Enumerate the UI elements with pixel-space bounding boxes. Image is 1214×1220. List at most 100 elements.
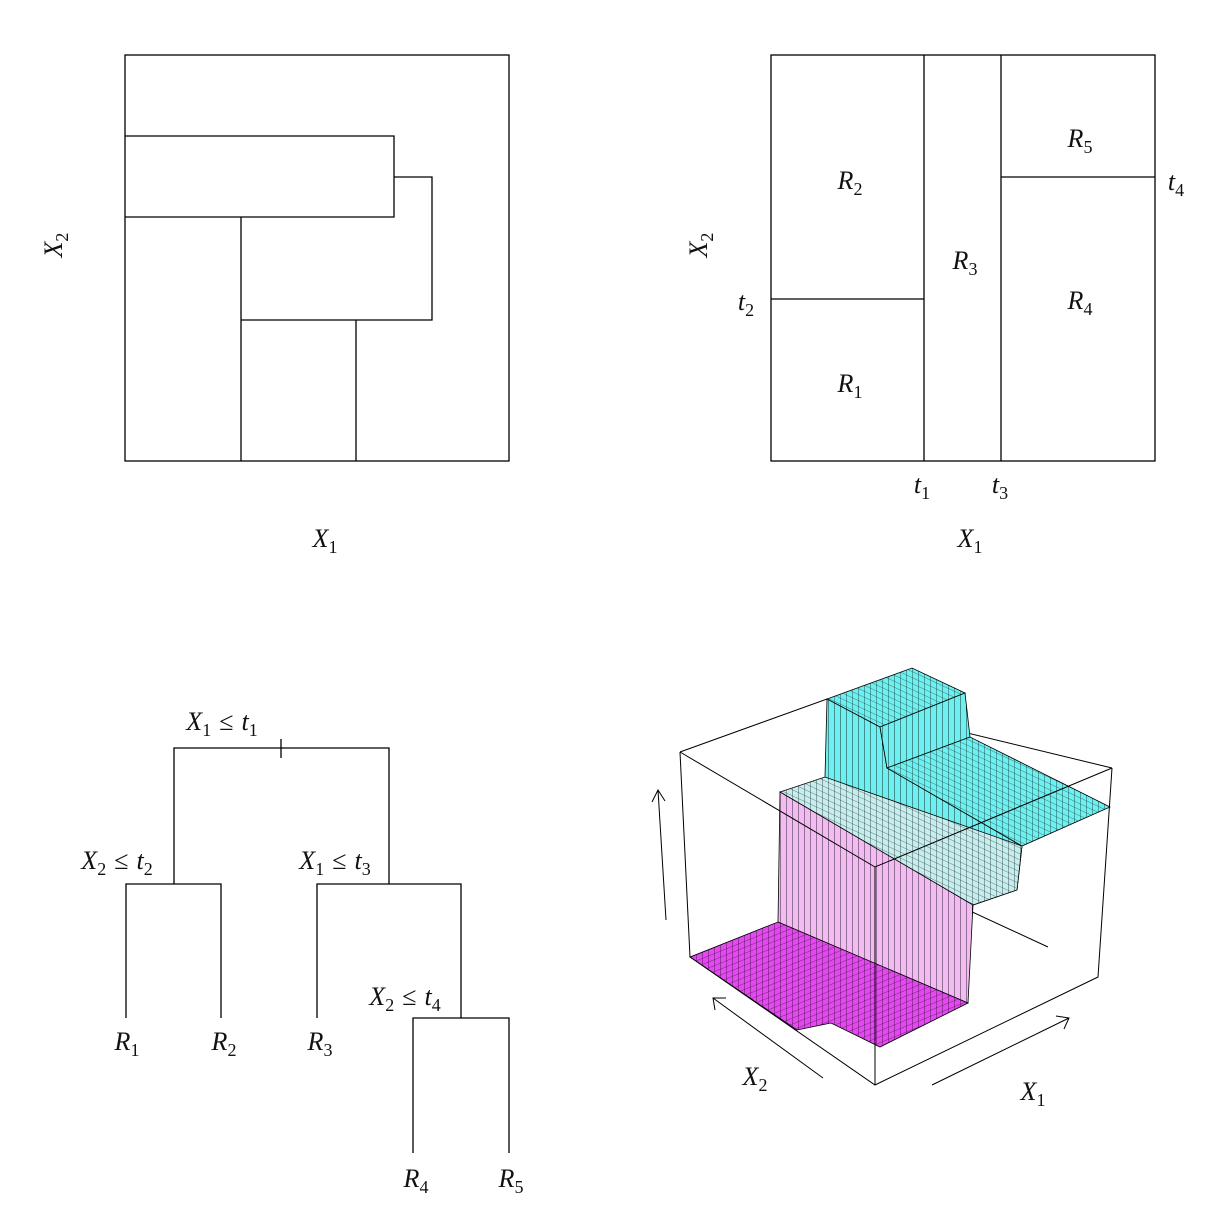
x2-axis-label-symbol: X [39, 240, 68, 258]
plot-frame [770, 54, 1156, 462]
tree-root-branch [173, 739, 390, 884]
arbitrary-partition-panel [124, 54, 510, 462]
region-label-r2: R2 [837, 166, 863, 199]
x2-axis-label-subscript: 2 [697, 233, 717, 242]
tree-split-label-1-variable: X [185, 707, 203, 736]
region-label-r5: R5 [1067, 124, 1093, 157]
region-label-r4-subscript: 4 [1083, 299, 1092, 319]
tree-leaf-r4-symbol: R [403, 1164, 420, 1193]
region-label-r3: R3 [952, 246, 978, 279]
threshold-label-t4: t4 [1168, 167, 1184, 200]
region-label-r2-subscript: 2 [853, 179, 862, 199]
tree-split-label-4-operator: ≤ [402, 982, 416, 1011]
region-label-r5-symbol: R [1067, 124, 1084, 153]
x1-axis-arrow [931, 1015, 1070, 1086]
x1-axis-label-subscript: 1 [973, 537, 982, 557]
tree-split-label-4-variable: X [368, 982, 386, 1011]
tree-right-branch [316, 883, 462, 1018]
tree-leaf-r5-subscript: 5 [514, 1177, 523, 1197]
z-axis-arrow [651, 788, 667, 921]
surface-3d-panel [651, 667, 1113, 1086]
tree-leaf-r4-subscript: 4 [419, 1177, 428, 1197]
tree-split-label-2-variable: X [80, 846, 98, 875]
tree-split-label-3: X1 ≤ t3 [298, 846, 370, 879]
threshold-label-t1-symbol: t [914, 470, 922, 499]
tree-split-label-3-variable-subscript: 1 [315, 859, 324, 879]
threshold-label-t1: t1 [914, 470, 930, 503]
tree-leaf-r1-subscript: 1 [130, 1040, 139, 1060]
partition-lines [125, 135, 433, 461]
tree-split-label-2-threshold: t [136, 846, 144, 875]
tree-split-label-3-variable: X [298, 846, 316, 875]
tree-leaf-r3: R3 [307, 1027, 333, 1060]
tree-split-label-3-threshold: t [354, 846, 362, 875]
x1-axis-label: X1 [957, 524, 983, 557]
tree-leaf-r5-symbol: R [498, 1164, 515, 1193]
region-label-r1: R1 [837, 369, 863, 402]
tree-leaf-r2: R2 [211, 1027, 237, 1060]
decision-tree-panel [125, 739, 510, 1153]
tree-leaf-r2-symbol: R [211, 1027, 228, 1056]
tree-right-right-branch [412, 1017, 510, 1153]
threshold-label-t2-subscript: 2 [745, 300, 754, 320]
tree-leaf-r2-subscript: 2 [227, 1040, 236, 1060]
region-label-r5-subscript: 5 [1083, 137, 1092, 157]
threshold-label-t2-symbol: t [738, 287, 746, 316]
tree-leaf-r3-symbol: R [307, 1027, 324, 1056]
surface-x1-label-symbol: X [1020, 1077, 1038, 1106]
tree-split-label-2-operator: ≤ [114, 846, 128, 875]
recursive-partition-panel [770, 54, 1156, 462]
tree-left-branch [125, 883, 222, 1018]
x2-axis-label: X2 [684, 233, 717, 259]
tree-leaf-r4: R4 [403, 1164, 429, 1197]
x1-axis-label-subscript: 1 [328, 537, 337, 557]
x1-axis-label-symbol: X [312, 524, 330, 553]
threshold-label-t3-subscript: 3 [999, 483, 1008, 503]
region-label-r3-symbol: R [952, 246, 969, 275]
tree-split-label-1-threshold-subscript: 1 [249, 720, 258, 740]
threshold-label-t3-symbol: t [992, 470, 1000, 499]
tree-split-label-4: X2 ≤ t4 [368, 982, 440, 1015]
region-label-r4-symbol: R [1067, 286, 1084, 315]
surface-x2-label: X2 [742, 1062, 768, 1095]
x2-axis-label-subscript: 2 [52, 233, 72, 242]
plot-frame [124, 54, 510, 462]
tree-split-label-3-operator: ≤ [332, 846, 346, 875]
tree-split-label-2: X2≤t2 [80, 846, 152, 879]
tree-split-label-1-threshold: t [241, 707, 249, 736]
x2-axis-arrow [712, 997, 824, 1079]
tree-split-label-2-threshold-subscript: 2 [144, 859, 153, 879]
x2-axis-label: X2 [39, 233, 72, 259]
tree-leaf-r1: R1 [114, 1027, 140, 1060]
tree-split-label-1-operator: ≤ [219, 707, 233, 736]
threshold-label-t1-subscript: 1 [921, 483, 930, 503]
tree-split-label-4-variable-subscript: 2 [385, 995, 394, 1015]
tree-split-label-1-variable-subscript: 1 [202, 720, 211, 740]
region-label-r3-subscript: 3 [968, 259, 977, 279]
tree-split-label-2-variable-subscript: 2 [97, 859, 106, 879]
surface-x1-label-subscript: 1 [1036, 1090, 1045, 1110]
surface [689, 667, 1111, 1048]
surface-x2-label-subscript: 2 [758, 1075, 767, 1095]
tree-leaf-r3-subscript: 3 [323, 1040, 332, 1060]
tree-split-label-4-threshold: t [424, 982, 432, 1011]
region-label-r4: R4 [1067, 286, 1093, 319]
threshold-label-t4-subscript: 4 [1175, 180, 1184, 200]
tree-leaf-r5: R5 [498, 1164, 524, 1197]
x2-axis-label-symbol: X [684, 240, 713, 258]
threshold-label-t2: t2 [738, 287, 754, 320]
region-label-r1-subscript: 1 [853, 382, 862, 402]
threshold-label-t3: t3 [992, 470, 1008, 503]
tree-split-label-3-threshold-subscript: 3 [362, 859, 371, 879]
surface-x2-label-symbol: X [742, 1062, 760, 1091]
surface-x1-label: X1 [1020, 1077, 1046, 1110]
tree-split-label-4-threshold-subscript: 4 [432, 995, 441, 1015]
tree-split-label-1: X1≤t1 [185, 707, 257, 740]
tree-leaf-r1-symbol: R [114, 1027, 131, 1056]
threshold-label-t4-symbol: t [1168, 167, 1176, 196]
region-label-r1-symbol: R [837, 369, 854, 398]
region-label-r2-symbol: R [837, 166, 854, 195]
x1-axis-label-symbol: X [957, 524, 975, 553]
box-front-edges [679, 751, 1113, 1086]
